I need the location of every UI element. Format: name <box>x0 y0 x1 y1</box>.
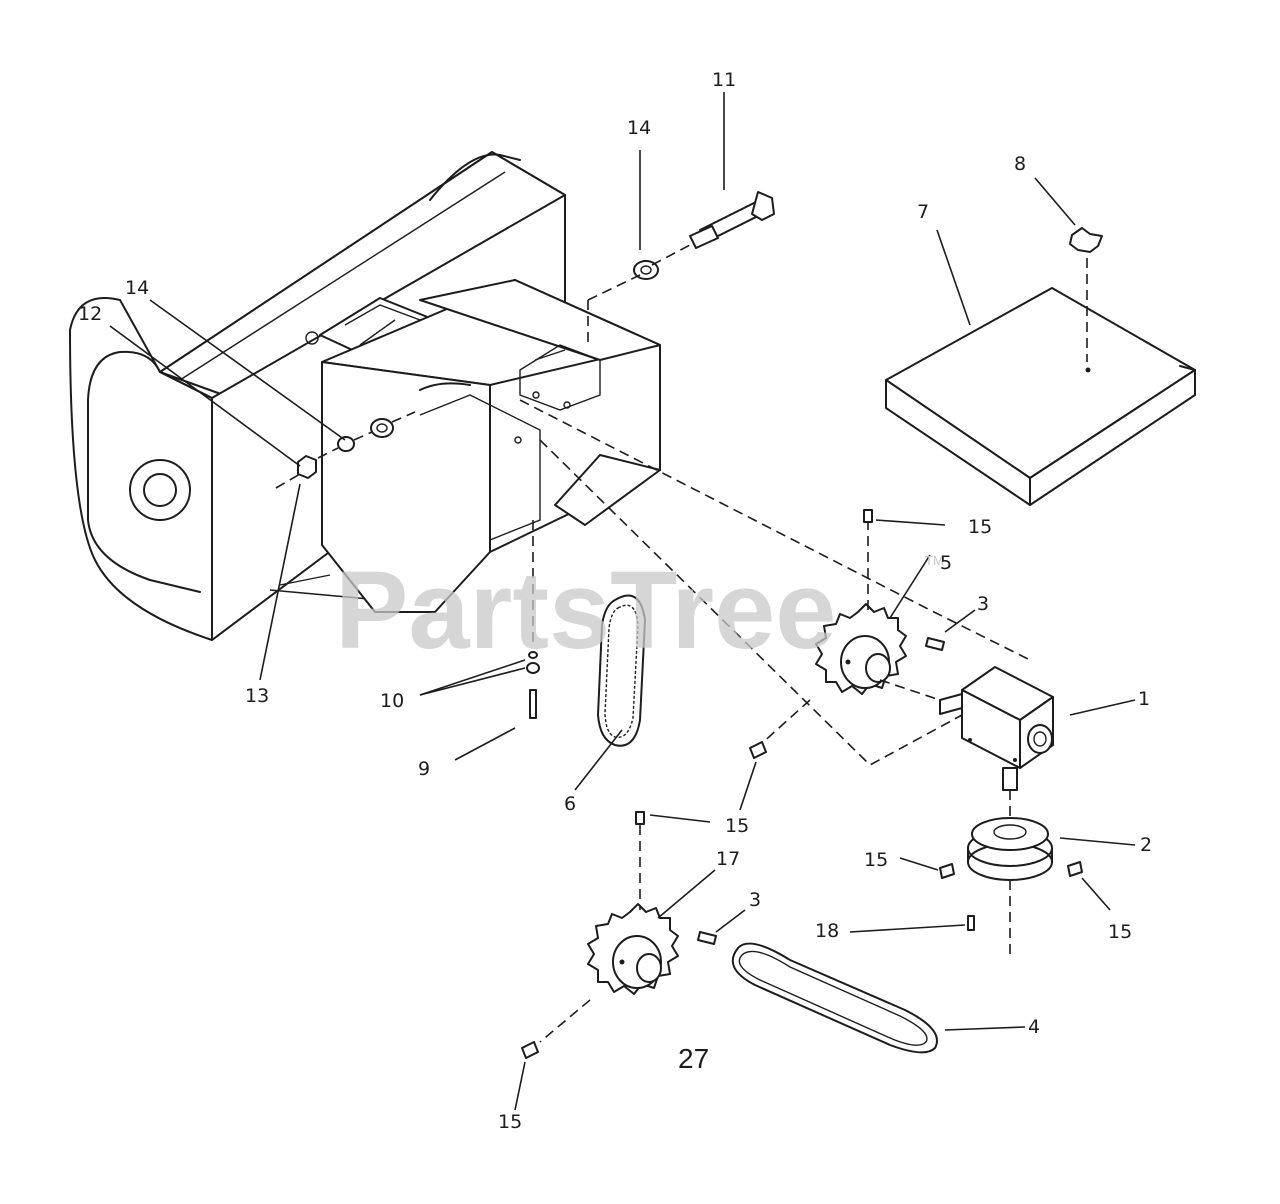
callout-9: 9 <box>418 758 430 780</box>
callout-17: 17 <box>716 848 740 870</box>
v-belt <box>731 942 938 1054</box>
callout-15-pulley-right: 15 <box>1108 921 1132 943</box>
bolt-11-assembly <box>587 191 775 342</box>
callout-15-bottom: 15 <box>498 1111 522 1133</box>
callout-8: 8 <box>1014 153 1026 175</box>
callout-7: 7 <box>917 201 929 223</box>
small-hardware <box>521 520 1083 1059</box>
callout-15-upper: 15 <box>968 516 992 538</box>
chain-loop <box>597 594 646 747</box>
callout-10: 10 <box>380 690 404 712</box>
sprocket-lower <box>539 811 679 1043</box>
callout-14-upper: 14 <box>627 117 651 139</box>
fastener-stack-left <box>275 411 416 489</box>
watermark-tm: TM <box>925 553 944 568</box>
callout-11: 11 <box>712 69 736 91</box>
hopper-chute <box>305 279 661 613</box>
page-number: 27 <box>678 1043 709 1074</box>
callout-18: 18 <box>815 920 839 942</box>
callout-14-left: 14 <box>125 277 149 299</box>
cover-plate <box>885 287 1196 506</box>
watermark: PartsTree TM <box>335 549 944 672</box>
callout-13: 13 <box>245 685 269 707</box>
callout-12: 12 <box>78 303 102 325</box>
gearbox <box>939 666 1054 791</box>
callout-1: 1 <box>1138 688 1150 710</box>
callout-3-lower: 3 <box>749 889 761 911</box>
leader-lines <box>109 92 1136 1111</box>
callout-4: 4 <box>1028 1016 1040 1038</box>
callout-15-gear: 15 <box>725 815 749 837</box>
callout-15-pulley-left: 15 <box>864 849 888 871</box>
knob <box>1069 227 1103 362</box>
callout-6: 6 <box>564 793 576 815</box>
callout-5: 5 <box>940 552 952 574</box>
alignment-lines <box>519 399 1031 766</box>
sprocket-upper <box>759 509 907 746</box>
callout-labels: 11 14 8 7 14 12 13 10 9 6 15 5 3 1 15 15… <box>78 69 1152 1133</box>
callout-2: 2 <box>1140 834 1152 856</box>
pulley <box>967 790 1053 960</box>
callout-3-upper: 3 <box>977 593 989 615</box>
watermark-text: PartsTree <box>335 549 836 672</box>
